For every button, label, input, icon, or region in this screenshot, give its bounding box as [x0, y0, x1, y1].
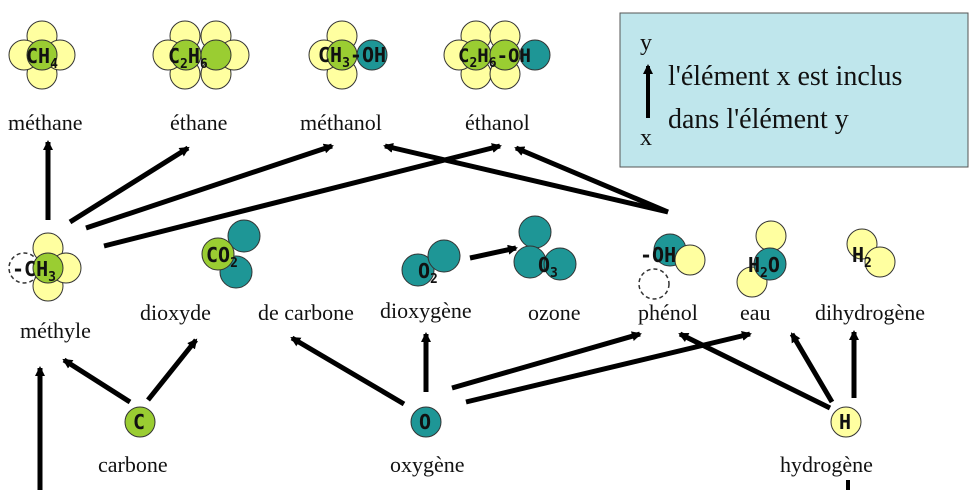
arrow-oh-ethanol [514, 145, 669, 215]
hydrogene-atom: H [830, 406, 862, 438]
co2-formula: CO2 [206, 243, 238, 271]
label-ethane: éthane [170, 110, 227, 135]
o2-formula: O2 [418, 259, 438, 287]
ethane-molecule: C2H6 [152, 20, 250, 90]
methane-formula: CH4 [26, 44, 58, 72]
label-carbone: carbone [98, 452, 168, 477]
h2-formula: H2 [852, 243, 872, 271]
arrow-oxygene-oh [451, 331, 642, 391]
carbone-symbol: C [133, 410, 145, 434]
arrow-oxygene-co2 [290, 335, 406, 407]
methanol-formula: CH3-OH [318, 43, 386, 71]
oxygene-symbol: O [419, 410, 431, 434]
legend-box [619, 12, 969, 168]
label-dihydrogene: dihydrogène [815, 300, 925, 325]
legend-line2: dans l'élément y [668, 104, 849, 135]
arrow-methyle-methanol [85, 143, 334, 231]
h2o-molecule: H2O [736, 220, 787, 298]
methyle-molecule: -CH3 [8, 232, 82, 302]
label-methyle: méthyle [20, 318, 91, 343]
legend-line1: l'élément x est inclus [668, 61, 902, 92]
o3-molecule: O3 [513, 215, 577, 281]
label-dioxyde: dioxyde [140, 300, 211, 325]
oxygene-atom: O [410, 406, 442, 438]
label-methanol: méthanol [300, 110, 382, 135]
label-oxygene: oxygène [390, 452, 465, 477]
oh-molecule: -OH [638, 233, 706, 300]
h2o-formula: H2O [748, 253, 780, 281]
arrow-oh-methanol [383, 142, 669, 215]
arrow-o2-o3 [469, 244, 518, 261]
ethanol-formula: C2H6-OH [458, 45, 531, 71]
ethane-formula: C2H6 [168, 44, 208, 72]
arrow-carbone-co2 [146, 338, 198, 402]
legend-y: y [640, 30, 652, 56]
label-dioxygene: dioxygène [380, 298, 472, 323]
label-de-carbone: de carbone [258, 300, 354, 325]
label-ozone: ozone [528, 300, 581, 325]
arrow-hydrogene-h2o [789, 332, 835, 404]
label-hydrogene: hydrogène [780, 452, 873, 477]
methane-molecule: CH4 [8, 20, 76, 90]
o3-formula: O3 [538, 253, 558, 281]
carbone-atom: C [124, 406, 156, 438]
o2-molecule: O2 [401, 239, 461, 287]
label-methane: méthane [8, 110, 83, 135]
methyle-formula: -CH3 [12, 257, 56, 285]
arrow-carbone-methyle [62, 357, 132, 405]
label-ethanol: éthanol [465, 110, 530, 135]
hydrogene-symbol: H [839, 410, 851, 434]
methanol-molecule: CH3-OH [308, 20, 388, 90]
arrow-hydrogene-oh [678, 331, 832, 411]
h2-molecule: H2 [846, 228, 896, 278]
legend-x: x [640, 125, 652, 151]
arrows [35, 140, 859, 490]
arrow-methyle-ethanol [103, 143, 502, 249]
co2-molecule: CO2 [201, 219, 261, 289]
label-phenol: phénol [638, 300, 698, 325]
label-eau: eau [740, 300, 771, 325]
ethanol-molecule: C2H6-OH [443, 20, 551, 90]
oh-formula: -OH [640, 243, 676, 267]
arrow-methyle-ethane [68, 145, 190, 225]
legend: y x l'élément x est inclus dans l'élémen… [619, 12, 969, 168]
